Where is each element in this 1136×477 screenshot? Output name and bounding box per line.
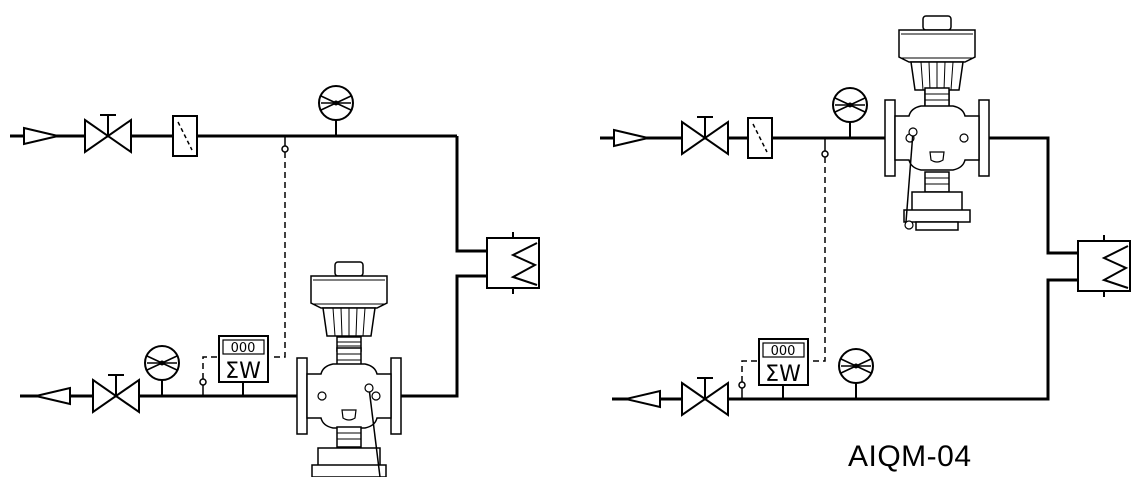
diagram-label: AIQM-04: [848, 440, 972, 473]
right-circuit: 000 ΣW: [598, 15, 1131, 416]
right-energy-meter: 000 ΣW: [758, 338, 809, 387]
right-strainer-icon: [747, 117, 773, 159]
left-supply-valve-icon: [84, 114, 132, 153]
left-inlet-arrow-icon: [8, 126, 60, 146]
left-return-gauge-icon: [144, 345, 180, 397]
right-meter-digits: 000: [771, 344, 796, 359]
left-return-riser-pipe: [400, 274, 487, 398]
left-return-valve-icon: [92, 374, 140, 413]
right-riser-pipe: [988, 136, 1078, 255]
left-circuit: 000 ΣW: [8, 85, 540, 477]
left-heat-exchanger-icon: [486, 231, 540, 295]
right-supply-valve-icon: [681, 116, 729, 155]
left-supply-gauge-icon: [318, 85, 354, 137]
right-impulse-line: [809, 157, 826, 362]
left-meter-symbols: ΣW: [225, 359, 261, 384]
right-return-gauge-icon: [838, 348, 874, 400]
right-supply-gauge-icon: [832, 87, 868, 139]
left-control-valve: [296, 261, 402, 477]
left-outlet-arrow-icon: [35, 387, 71, 405]
right-heat-exchanger-icon: [1077, 234, 1131, 298]
right-return-riser-pipe: [612, 278, 1078, 401]
right-inlet-arrow-icon: [598, 128, 650, 148]
left-meter-digits: 000: [231, 341, 256, 356]
left-impulse-line: [272, 152, 286, 358]
right-meter-symbols: ΣW: [765, 362, 801, 387]
left-energy-meter: 000 ΣW: [218, 335, 269, 384]
left-riser-pipe: [455, 136, 487, 253]
left-strainer-icon: [172, 115, 198, 157]
right-outlet-arrow-icon: [625, 390, 661, 408]
right-return-valve-icon: [681, 377, 729, 416]
right-control-valve: [884, 15, 990, 231]
